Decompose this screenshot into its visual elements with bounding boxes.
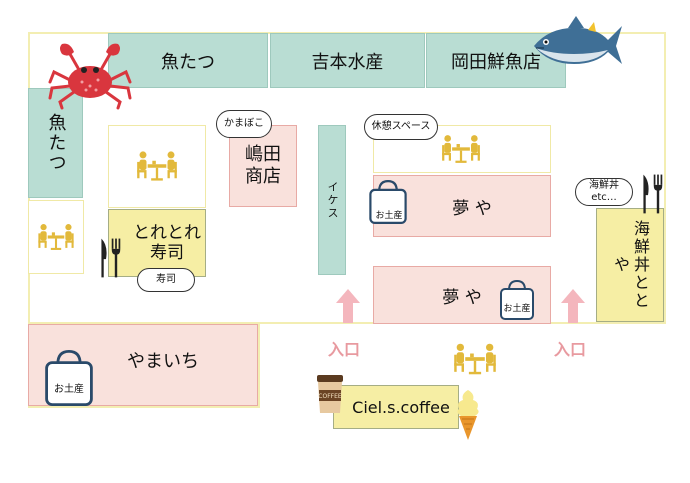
shop-ciel-label: Ciel.s.coffee <box>352 397 450 417</box>
table-chairs-icon <box>38 224 74 250</box>
tuna-icon <box>534 16 622 64</box>
up-arrow-icon <box>336 289 360 323</box>
shop-toretore-line2: 寿司 <box>150 243 184 263</box>
entrance-right-label: 入口 <box>554 340 587 359</box>
shop-toretore-line1: とれとれ <box>133 223 201 243</box>
shop-yoshimoto[interactable]: 吉本水産 <box>270 33 425 88</box>
shop-uotatsu-left-label: 魚たつ <box>45 113 67 173</box>
table-chairs-icon <box>454 343 496 375</box>
shop-uotatsu-top[interactable]: 魚たつ <box>108 33 268 88</box>
souvenir-tag: お土産 <box>503 304 531 314</box>
souvenir-bag-icon: お土産 <box>500 280 534 320</box>
bubble-rest-space: 休憩スペース <box>364 114 438 140</box>
shop-kaisendon-totoya[interactable]: 海鮮丼ととや <box>596 208 664 322</box>
bubble-sushi: 寿司 <box>137 268 195 292</box>
fork-knife-icon <box>643 174 663 214</box>
up-arrow-icon <box>561 289 585 323</box>
entrance-left-label: 入口 <box>328 340 361 359</box>
seating-area-center-left <box>108 125 206 208</box>
souvenir-tag: お土産 <box>54 384 84 395</box>
bubble-sushi-text: 寿司 <box>156 274 176 285</box>
rest-space <box>373 125 551 173</box>
souvenir-bag-icon: お土産 <box>368 180 408 224</box>
shop-yumeya-lower-label: 夢 や <box>442 287 482 308</box>
bubble-kaisendon-line2: etc… <box>591 192 617 203</box>
bubble-kamaboko: かまぼこ <box>216 110 272 138</box>
bubble-kamaboko-text: かまぼこ <box>224 118 264 129</box>
shop-yamaichi-label: やまいち <box>127 351 199 372</box>
entrance-right[interactable]: 入口 <box>554 336 586 360</box>
shop-yumeya-upper-label: 夢 や <box>452 198 492 219</box>
bubble-kaisendon: 海鮮丼 etc… <box>575 178 633 206</box>
fork-knife-icon <box>101 238 121 278</box>
shop-shimada-label: 嶋田商店 <box>245 144 281 187</box>
ice-cream-icon <box>457 390 479 440</box>
shop-uotatsu-top-label: 魚たつ <box>161 51 215 73</box>
shop-shimada[interactable]: 嶋田商店 <box>229 125 297 207</box>
bubble-rest-space-text: 休憩スペース <box>371 121 431 132</box>
seating-area-left <box>28 200 84 274</box>
shop-kaisendon-label: 海鮮丼ととや <box>611 220 650 310</box>
crab-icon <box>48 43 132 110</box>
ikesu-fish-tank[interactable]: イケス <box>318 125 346 275</box>
bubble-kaisendon-line1: 海鮮丼 <box>589 180 619 191</box>
shop-uotatsu-left[interactable]: 魚たつ <box>28 88 83 198</box>
souvenir-bag-icon: お土産 <box>44 350 94 406</box>
shop-okada-label: 岡田鮮魚店 <box>451 51 541 73</box>
coffee-cup-label: COFFEE <box>318 393 342 400</box>
souvenir-tag: お土産 <box>375 211 403 221</box>
table-chairs-icon <box>442 135 480 163</box>
entrance-left[interactable]: 入口 <box>328 336 360 360</box>
shop-ciel-coffee[interactable]: Ciel.s.coffee <box>333 385 459 429</box>
shop-yoshimoto-label: 吉本水産 <box>311 51 384 73</box>
ikesu-label: イケス <box>326 180 339 220</box>
coffee-cup-icon: COFFEE <box>317 375 343 413</box>
shop-toretore-sushi[interactable]: とれとれ 寿司 <box>108 209 206 277</box>
table-chairs-icon <box>137 151 177 181</box>
